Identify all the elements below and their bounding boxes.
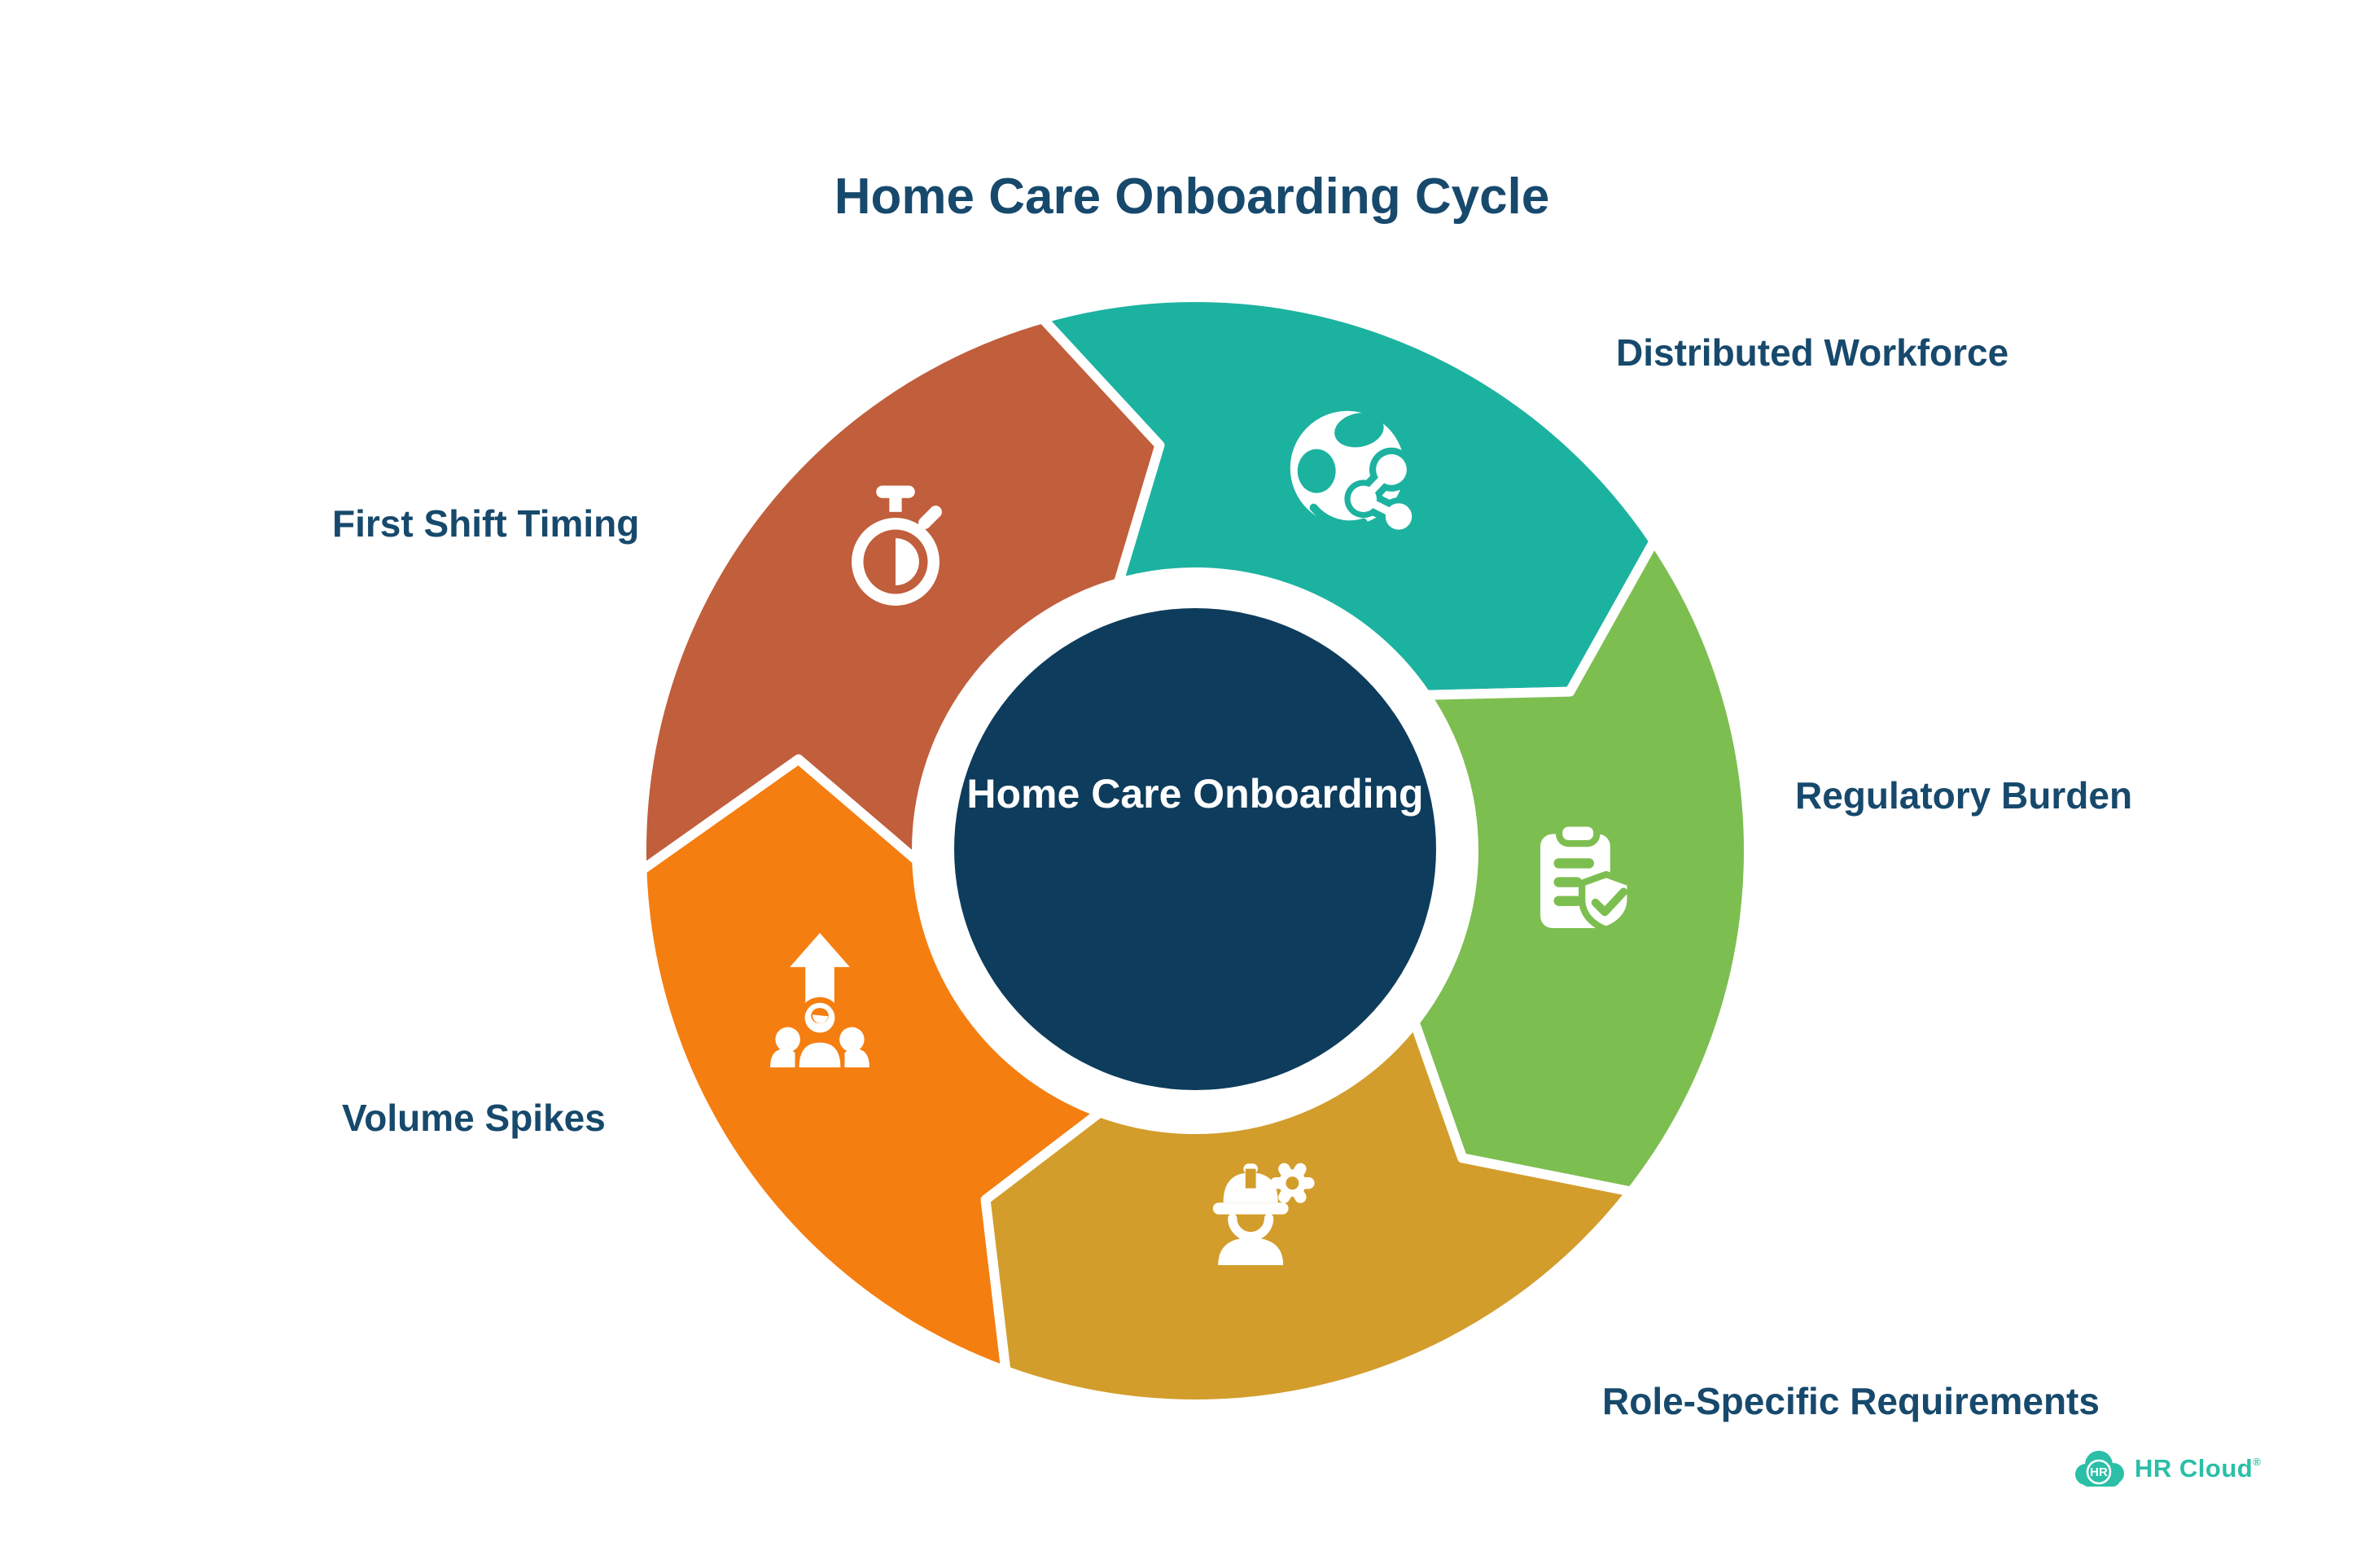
segment-role-specific-requirements [980, 1017, 1636, 1410]
clipboard-shield-check-icon [1540, 820, 1634, 933]
center-circle [954, 608, 1436, 1090]
hr-badge-text: HR [2090, 1465, 2108, 1479]
globe-network-icon [1290, 410, 1418, 536]
worker-gear-icon [1212, 1163, 1315, 1265]
hr-cloud-wordmark: HR Cloud® [2135, 1454, 2262, 1483]
people-growth-arrow-icon [770, 933, 869, 1068]
segment-volume-spikes [637, 754, 1105, 1376]
center-circle-label: Home Care Onboarding [966, 771, 1424, 817]
page-title: Home Care Onboarding Cycle [834, 169, 1550, 225]
registered-mark: ® [2253, 1456, 2262, 1468]
segment-label-distributed-workforce: Distributed Workforce [1616, 331, 2009, 374]
segment-label-role-specific-requirements: Role-Specific Requirements [1602, 1380, 2100, 1422]
stopwatch-icon [852, 485, 942, 606]
segment-label-first-shift-timing: First Shift Timing [332, 502, 640, 545]
hr-cloud-icon: HR [2075, 1451, 2124, 1487]
segment-label-volume-spikes: Volume Spikes [342, 1097, 606, 1139]
segment-label-regulatory-burden: Regulatory Burden [1795, 774, 2133, 817]
hr-cloud-logo: HR HR Cloud® [2074, 1449, 2261, 1488]
